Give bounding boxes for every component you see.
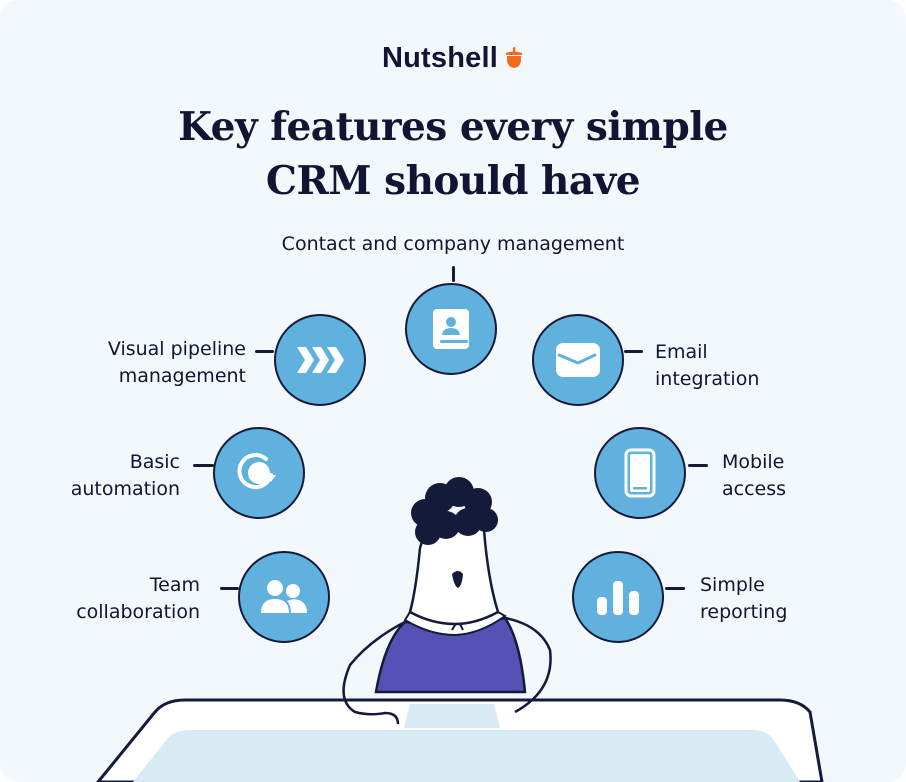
mobile-phone-icon xyxy=(624,448,656,498)
feature-label-text: Contact and company management xyxy=(281,233,625,255)
connector-line xyxy=(220,587,239,590)
feature-basic-automation xyxy=(213,427,305,519)
feature-label-simple-reporting: Simple reporting xyxy=(700,572,840,626)
feature-label-line-2: reporting xyxy=(700,601,788,623)
team-users-icon xyxy=(259,577,309,617)
feature-mobile-access xyxy=(594,427,686,519)
pipeline-chevrons-icon xyxy=(295,345,345,375)
feature-contact-management xyxy=(405,283,497,375)
feature-label-line-2: integration xyxy=(655,368,760,390)
title-line-2: CRM should have xyxy=(265,158,641,204)
connector-line xyxy=(193,464,214,467)
feature-label-visual-pipeline: Visual pipeline management xyxy=(60,336,246,390)
connector-line xyxy=(688,464,708,467)
feature-label-team-collaboration: Team collaboration xyxy=(40,572,200,626)
laptop-screen xyxy=(133,730,800,782)
feature-label-contact-management: Contact and company management xyxy=(253,231,653,258)
refresh-cycle-icon xyxy=(234,448,284,498)
feature-label-line-1: Basic xyxy=(129,451,180,473)
feature-label-line-2: automation xyxy=(70,478,180,500)
connector-line xyxy=(624,350,643,353)
title-line-1: Key features every simple xyxy=(178,104,728,150)
bar-chart-icon xyxy=(595,577,641,617)
feature-label-line-1: Email xyxy=(655,341,708,363)
connector-line xyxy=(452,266,455,282)
envelope-icon xyxy=(555,342,601,378)
feature-label-line-1: Visual pipeline xyxy=(107,338,246,360)
feature-label-line-2: collaboration xyxy=(76,601,200,623)
brand-logo: Nutshell xyxy=(0,42,906,75)
connector-line xyxy=(665,587,685,590)
contact-book-icon xyxy=(431,307,471,351)
feature-label-line-1: Team xyxy=(149,574,200,596)
feature-team-collaboration xyxy=(238,551,330,643)
feature-label-basic-automation: Basic automation xyxy=(40,449,180,503)
feature-visual-pipeline xyxy=(274,314,366,406)
feature-label-line-1: Simple xyxy=(700,574,765,596)
feature-label-mobile-access: Mobile access xyxy=(722,449,842,503)
feature-simple-reporting xyxy=(572,551,664,643)
feature-label-email-integration: Email integration xyxy=(655,339,855,393)
feature-label-line-2: access xyxy=(722,478,787,500)
feature-label-line-2: management xyxy=(118,365,246,387)
feature-email-integration xyxy=(532,314,624,406)
page-title: Key features every simple CRM should hav… xyxy=(0,100,906,208)
acorn-icon xyxy=(504,47,524,69)
brand-name: Nutshell xyxy=(382,42,498,74)
connector-line xyxy=(255,350,274,353)
feature-label-line-1: Mobile xyxy=(722,451,785,473)
